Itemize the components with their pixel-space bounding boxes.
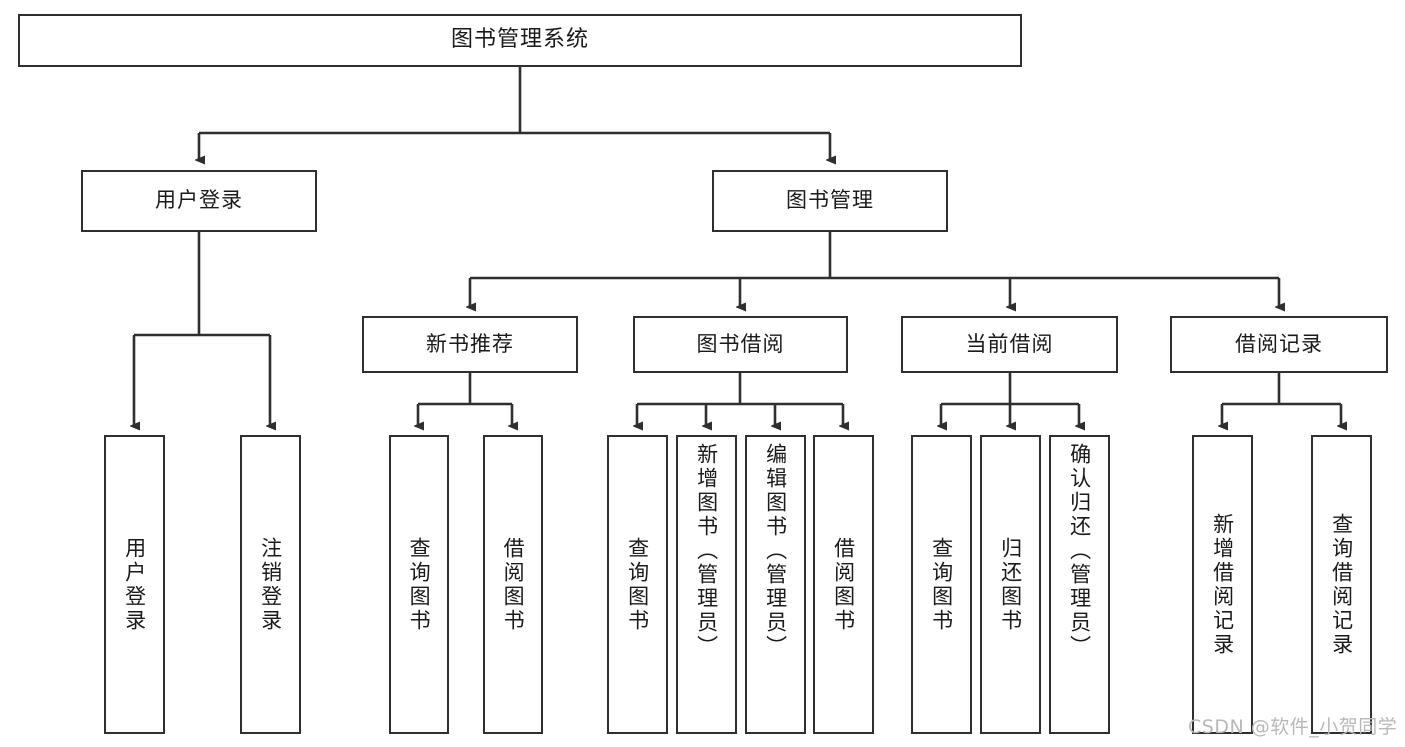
leaf-borrow-record-add-record[interactable]: 新增借阅记录 bbox=[1192, 435, 1253, 734]
node-label: 新增图书（管理员） bbox=[694, 443, 719, 659]
node-label: 当前借阅 bbox=[965, 331, 1054, 356]
leaf-text-wrap: 编辑图书（管理员） bbox=[747, 437, 804, 738]
node-label: 用户登录 bbox=[155, 188, 243, 213]
node-book-borrow[interactable]: 图书借阅 bbox=[633, 316, 848, 373]
leaf-book-borrow-edit-book-admin[interactable]: 编辑图书（管理员） bbox=[745, 435, 806, 734]
leaf-new-book-borrow-book[interactable]: 借阅图书 bbox=[483, 435, 543, 734]
node-root-book-management-system[interactable]: 图书管理系统 bbox=[18, 14, 1022, 67]
node-label: 归还图书 bbox=[998, 536, 1023, 633]
node-current-borrow[interactable]: 当前借阅 bbox=[901, 316, 1118, 373]
node-label: 查询图书 bbox=[407, 536, 432, 633]
node-label: 编辑图书（管理员） bbox=[763, 443, 788, 659]
leaf-text-wrap: 借阅图书 bbox=[815, 437, 872, 732]
node-label: 新书推荐 bbox=[426, 331, 514, 356]
node-label: 注销登录 bbox=[258, 536, 283, 633]
node-label: 查询图书 bbox=[929, 536, 954, 633]
leaf-current-borrow-confirm-return-admin[interactable]: 确认归还（管理员） bbox=[1049, 435, 1110, 734]
node-label: 图书借阅 bbox=[696, 331, 785, 356]
leaf-user-login-logout[interactable]: 注销登录 bbox=[240, 435, 301, 734]
leaf-text-wrap: 查询借阅记录 bbox=[1313, 437, 1370, 732]
leaf-text-wrap: 借阅图书 bbox=[485, 437, 541, 732]
leaf-text-wrap: 查询图书 bbox=[609, 437, 666, 732]
leaf-current-borrow-query-book[interactable]: 查询图书 bbox=[911, 435, 972, 734]
node-label: 图书管理 bbox=[786, 188, 874, 213]
leaf-text-wrap: 注销登录 bbox=[242, 437, 299, 732]
node-label: 查询图书 bbox=[625, 536, 650, 633]
leaf-text-wrap: 新增图书（管理员） bbox=[678, 437, 735, 738]
node-label: 借阅记录 bbox=[1235, 331, 1323, 356]
leaf-book-borrow-add-book-admin[interactable]: 新增图书（管理员） bbox=[676, 435, 737, 734]
leaf-current-borrow-return-book[interactable]: 归还图书 bbox=[980, 435, 1041, 734]
leaf-text-wrap: 用户登录 bbox=[106, 437, 163, 732]
leaf-text-wrap: 确认归还（管理员） bbox=[1051, 437, 1108, 738]
leaf-text-wrap: 查询图书 bbox=[391, 437, 447, 732]
node-book-management[interactable]: 图书管理 bbox=[712, 170, 948, 232]
leaf-text-wrap: 归还图书 bbox=[982, 437, 1039, 732]
node-label: 新增借阅记录 bbox=[1210, 512, 1235, 657]
node-label: 确认归还（管理员） bbox=[1067, 443, 1092, 659]
leaf-borrow-record-query-record[interactable]: 查询借阅记录 bbox=[1311, 435, 1372, 734]
node-label: 图书管理系统 bbox=[450, 27, 589, 53]
leaf-text-wrap: 查询图书 bbox=[913, 437, 970, 732]
node-new-book-recommend[interactable]: 新书推荐 bbox=[362, 316, 578, 373]
leaf-new-book-query-book[interactable]: 查询图书 bbox=[389, 435, 449, 734]
leaf-text-wrap: 新增借阅记录 bbox=[1194, 437, 1251, 732]
watermark-text: CSDN @软件_小贺同学 bbox=[1188, 716, 1398, 738]
node-label: 借阅图书 bbox=[831, 536, 856, 633]
leaf-user-login-login[interactable]: 用户登录 bbox=[104, 435, 165, 734]
node-label: 查询借阅记录 bbox=[1329, 512, 1354, 657]
leaf-book-borrow-borrow-book[interactable]: 借阅图书 bbox=[813, 435, 874, 734]
leaf-book-borrow-query-book[interactable]: 查询图书 bbox=[607, 435, 668, 734]
node-label: 用户登录 bbox=[122, 536, 147, 633]
node-label: 借阅图书 bbox=[501, 536, 526, 633]
node-user-login[interactable]: 用户登录 bbox=[81, 170, 317, 232]
node-borrow-record[interactable]: 借阅记录 bbox=[1170, 316, 1388, 373]
